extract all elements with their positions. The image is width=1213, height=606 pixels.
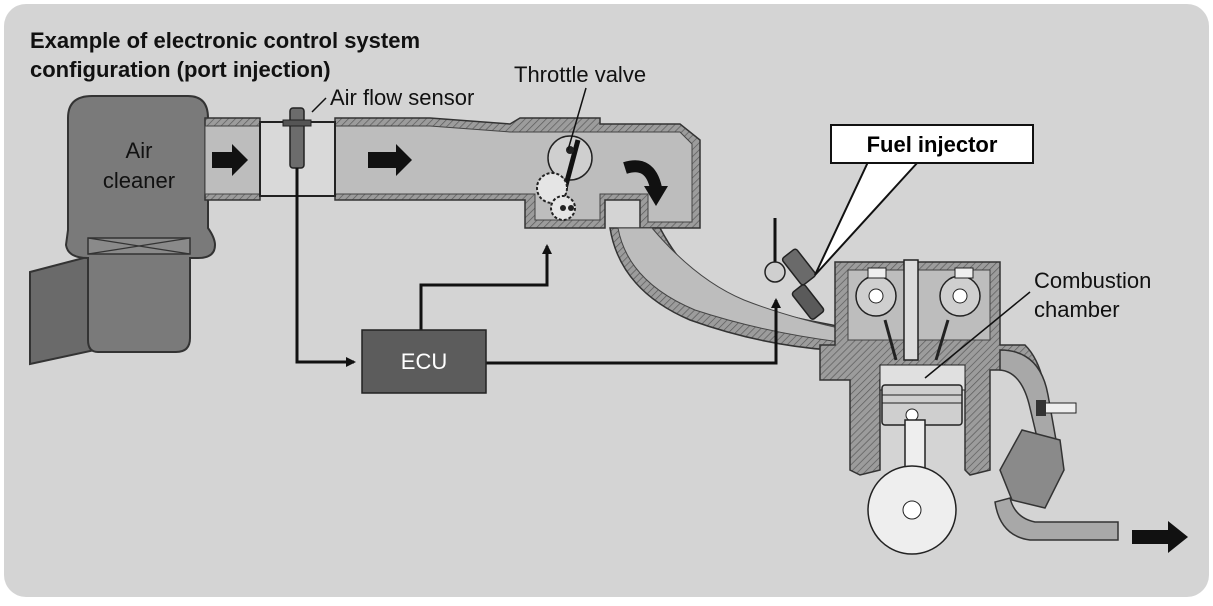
air-flow-sensor: [289, 107, 305, 169]
combustion-chamber-leader: [924, 291, 1031, 379]
catalytic-converter: [999, 429, 1065, 509]
ecu-to-injector-line: [486, 298, 781, 365]
sensor-to-ecu-line: [295, 168, 356, 367]
combustion-chamber-label: Combustion chamber: [1034, 268, 1151, 323]
exhaust-arrow: [1132, 521, 1188, 553]
ecu-label: ECU: [400, 349, 448, 374]
fuel-injector-label: Fuel injector: [866, 132, 998, 157]
piston: [881, 384, 963, 426]
ecu-to-throttle-line: [419, 244, 552, 330]
air-cleaner-label-line-2: cleaner: [102, 168, 176, 193]
diagram-title: Example of electronic control system con…: [30, 26, 420, 84]
throttle-valve: [536, 135, 593, 221]
intake-duct: [204, 107, 701, 229]
engine: [764, 218, 1188, 555]
flow-arrow-curved: [623, 160, 662, 190]
air-flow-sensor-label: Air flow sensor: [330, 85, 475, 110]
flow-arrow: [368, 144, 412, 176]
combustion-chamber-label-line-1: Combustion: [1034, 268, 1152, 293]
air-cleaner-label-line-1: Air: [125, 138, 153, 163]
fuel-injector-callout: Fuel injector: [830, 124, 1034, 164]
air-flow-sensor-leader: [311, 97, 327, 113]
fuel-injector-callout-pointer: [814, 161, 919, 276]
air-cleaner: [29, 95, 217, 366]
throttle-valve-leader: [567, 87, 587, 151]
ecu-box: [361, 329, 487, 394]
combustion-chamber-label-line-2: chamber: [1034, 297, 1120, 322]
spark-plug: [903, 259, 919, 361]
title-line-2: configuration (port injection): [30, 57, 331, 82]
signal-lines: [295, 168, 781, 367]
air-cleaner-label: Air cleaner: [92, 138, 186, 194]
fuel-injector: [764, 218, 825, 320]
title-line-1: Example of electronic control system: [30, 28, 421, 53]
throttle-valve-label: Throttle valve: [514, 62, 647, 87]
flow-arrow: [212, 144, 248, 176]
